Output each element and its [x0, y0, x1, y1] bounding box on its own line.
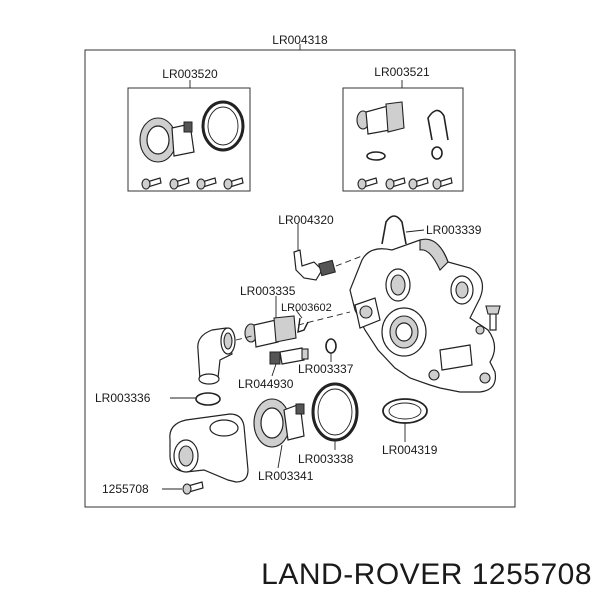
small-oring: [325, 338, 337, 362]
label-gasket-outlet: LR003336: [95, 391, 151, 405]
elbow-outlet: [197, 327, 253, 385]
label-oring-small: LR003337: [298, 362, 354, 376]
sensor: [244, 296, 351, 348]
kit-small-oring: [366, 151, 386, 161]
label-sensor-kit: LR003521: [374, 65, 430, 79]
thermostat-housing: [349, 238, 497, 393]
label-clip-small: LR003602: [281, 302, 332, 314]
sensor-connector: [293, 224, 363, 281]
label-oring-thermostat: LR003338: [298, 452, 354, 466]
top-clip: [381, 215, 425, 245]
sensor-kit: LR003521: [342, 65, 464, 192]
housing-gasket: [382, 398, 428, 442]
housing-side-bolt: [485, 305, 501, 331]
label-thermostat-kit: LR003520: [162, 67, 218, 81]
thermostat: [253, 398, 305, 469]
thermostat-kit: LR003520: [127, 67, 251, 192]
small-clip: [295, 309, 309, 334]
kit-sensor-bolts: [357, 177, 453, 190]
label-bolt: 1255708: [102, 482, 149, 496]
bolt: [162, 481, 204, 495]
label-clip-top: LR003339: [426, 223, 482, 237]
label-thermostat: LR003341: [258, 469, 314, 483]
thermostat-oring: [311, 382, 359, 450]
outlet-gasket: [170, 392, 221, 406]
kit-bolts: [141, 177, 244, 190]
kit-oring: [201, 100, 245, 152]
label-sensor-connector: LR004320: [278, 213, 334, 227]
temp-sender: [269, 347, 309, 377]
label-housing-gasket: LR004319: [382, 443, 438, 457]
label-sensor: LR003335: [240, 284, 296, 298]
label-temp-sender: LR044930: [238, 377, 294, 391]
label-assembly: LR004318: [272, 33, 328, 47]
kit-clip: [427, 109, 449, 141]
footer-title: LAND-ROVER 1255708: [261, 558, 592, 591]
lower-outlet: [169, 413, 249, 483]
sensor-kit-frame: [342, 87, 464, 192]
thermostat-kit-frame: [127, 87, 251, 192]
